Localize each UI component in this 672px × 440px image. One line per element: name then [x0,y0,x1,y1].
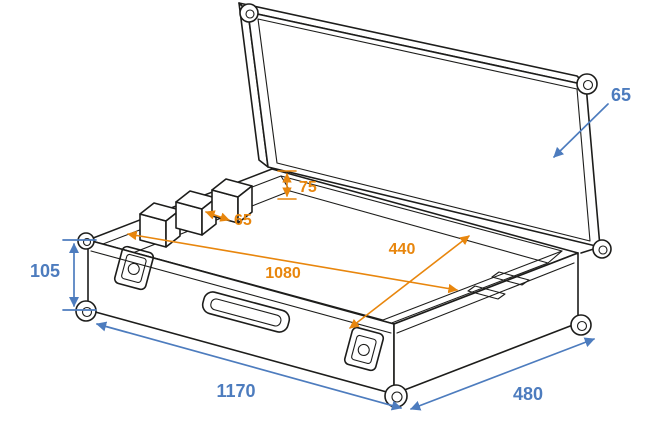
dim-arrow [349,235,470,329]
ball-corner [75,300,97,322]
foam-slots [467,271,530,300]
dim-label-foam-height: 75 [299,179,317,196]
dim-outer-length: 1170 [96,321,402,411]
ball-corner [592,239,612,259]
dim-arrow [410,337,595,411]
ball-corner [570,314,592,336]
ball-corner [239,3,259,23]
foam-slot [467,285,506,300]
dim-label-outer-depth: 480 [513,384,543,404]
dim-arrow [205,210,230,222]
foam-slot [491,271,530,286]
dim-foam-height: 75 [277,170,317,200]
dim-arrow [553,103,609,158]
dim-label-case-height: 105 [30,261,60,281]
lid-inner-rim [257,18,591,242]
dim-label-foam-spacing: 65 [234,212,252,229]
ball-corner [77,232,95,250]
foam-block [139,202,181,248]
dimension-annotations: 65 105 1170 480 1080 440 [30,85,631,411]
dim-outer-depth: 480 [410,337,595,411]
dim-case-height: 105 [30,239,97,311]
dim-foam-spacing: 65 [205,210,252,229]
dim-lid-depth: 65 [553,85,631,158]
dim-inner-depth: 440 [349,235,470,329]
ball-corner [576,73,598,95]
dim-label-lid-depth: 65 [611,85,631,105]
case-lid [238,2,601,254]
dim-label-inner-length: 1080 [265,265,301,282]
inner-corner-back-right [547,250,563,264]
dim-label-inner-depth: 440 [389,241,416,258]
dim-label-outer-length: 1170 [216,381,255,401]
dim-arrow [96,321,402,411]
